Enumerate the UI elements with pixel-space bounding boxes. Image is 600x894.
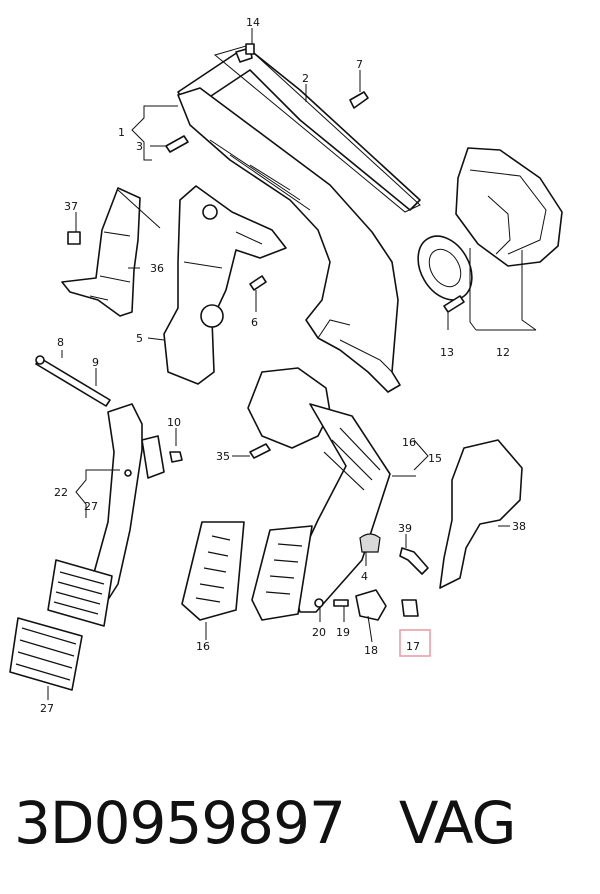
brand-name: VAG [398,789,517,857]
callout-27-upper: 27 [84,500,98,513]
plate-38 [439,439,523,589]
callout-14: 14 [246,16,260,29]
callout-27-lower: 27 [40,702,54,715]
callout-38: 38 [512,520,526,533]
bracket-5 [163,185,287,385]
bolt-3 [165,135,189,153]
callout-8: 8 [57,336,64,349]
rod-end [35,355,45,365]
mounting-bracket [177,47,421,393]
highlight-box-17 [399,629,431,657]
callout-36: 36 [150,262,164,275]
callout-13: 13 [440,346,454,359]
bracket-36 [61,187,161,317]
callout-9: 9 [92,356,99,369]
bolt-6 [249,275,267,291]
callout-35: 35 [216,450,230,463]
bolt-7 [349,91,369,109]
callout-2: 2 [302,72,309,85]
clutch-pedal [9,403,165,691]
callout-16-upper: 16 [402,436,416,449]
callout-17: 17 [406,640,420,653]
callout-15: 15 [428,452,442,465]
leader-lines [47,28,537,700]
stop-cap-4 [359,533,381,553]
brake-pedal-pad [181,521,245,621]
callout-3: 3 [136,140,143,153]
brake-booster [417,147,563,301]
callout-10: 10 [167,416,181,429]
callout-18: 18 [364,644,378,657]
callout-39: 39 [398,522,412,535]
bolt-37 [67,231,81,245]
seal-gasket [213,45,421,213]
callout-5: 5 [136,332,143,345]
callout-1: 1 [118,126,125,139]
accelerator-pedal-assembly [247,367,391,621]
callout-16-lower: 16 [196,640,210,653]
callout-19: 19 [336,626,350,639]
callout-4: 4 [361,570,368,583]
switch-17 [401,599,419,617]
pedal-assembly-diagram: 14 2 7 1 3 37 36 6 5 13 12 8 9 10 22 27 … [9,16,563,715]
nut-10 [169,451,183,463]
pin-19 [333,599,349,607]
switch-18 [355,589,387,621]
callout-37: 37 [64,200,78,213]
part-number: 3D0959897 [14,789,346,857]
callout-6: 6 [251,316,258,329]
bolt-13 [443,295,465,313]
bolt-35 [249,443,271,459]
callout-7: 7 [356,58,363,71]
callout-22: 22 [54,486,68,499]
callout-12: 12 [496,346,510,359]
part-caption: 3D0959897 VAG [14,783,594,863]
bolt-14 [245,43,255,55]
clip-20 [314,598,324,608]
callout-20: 20 [312,626,326,639]
bolt-39 [399,547,429,575]
